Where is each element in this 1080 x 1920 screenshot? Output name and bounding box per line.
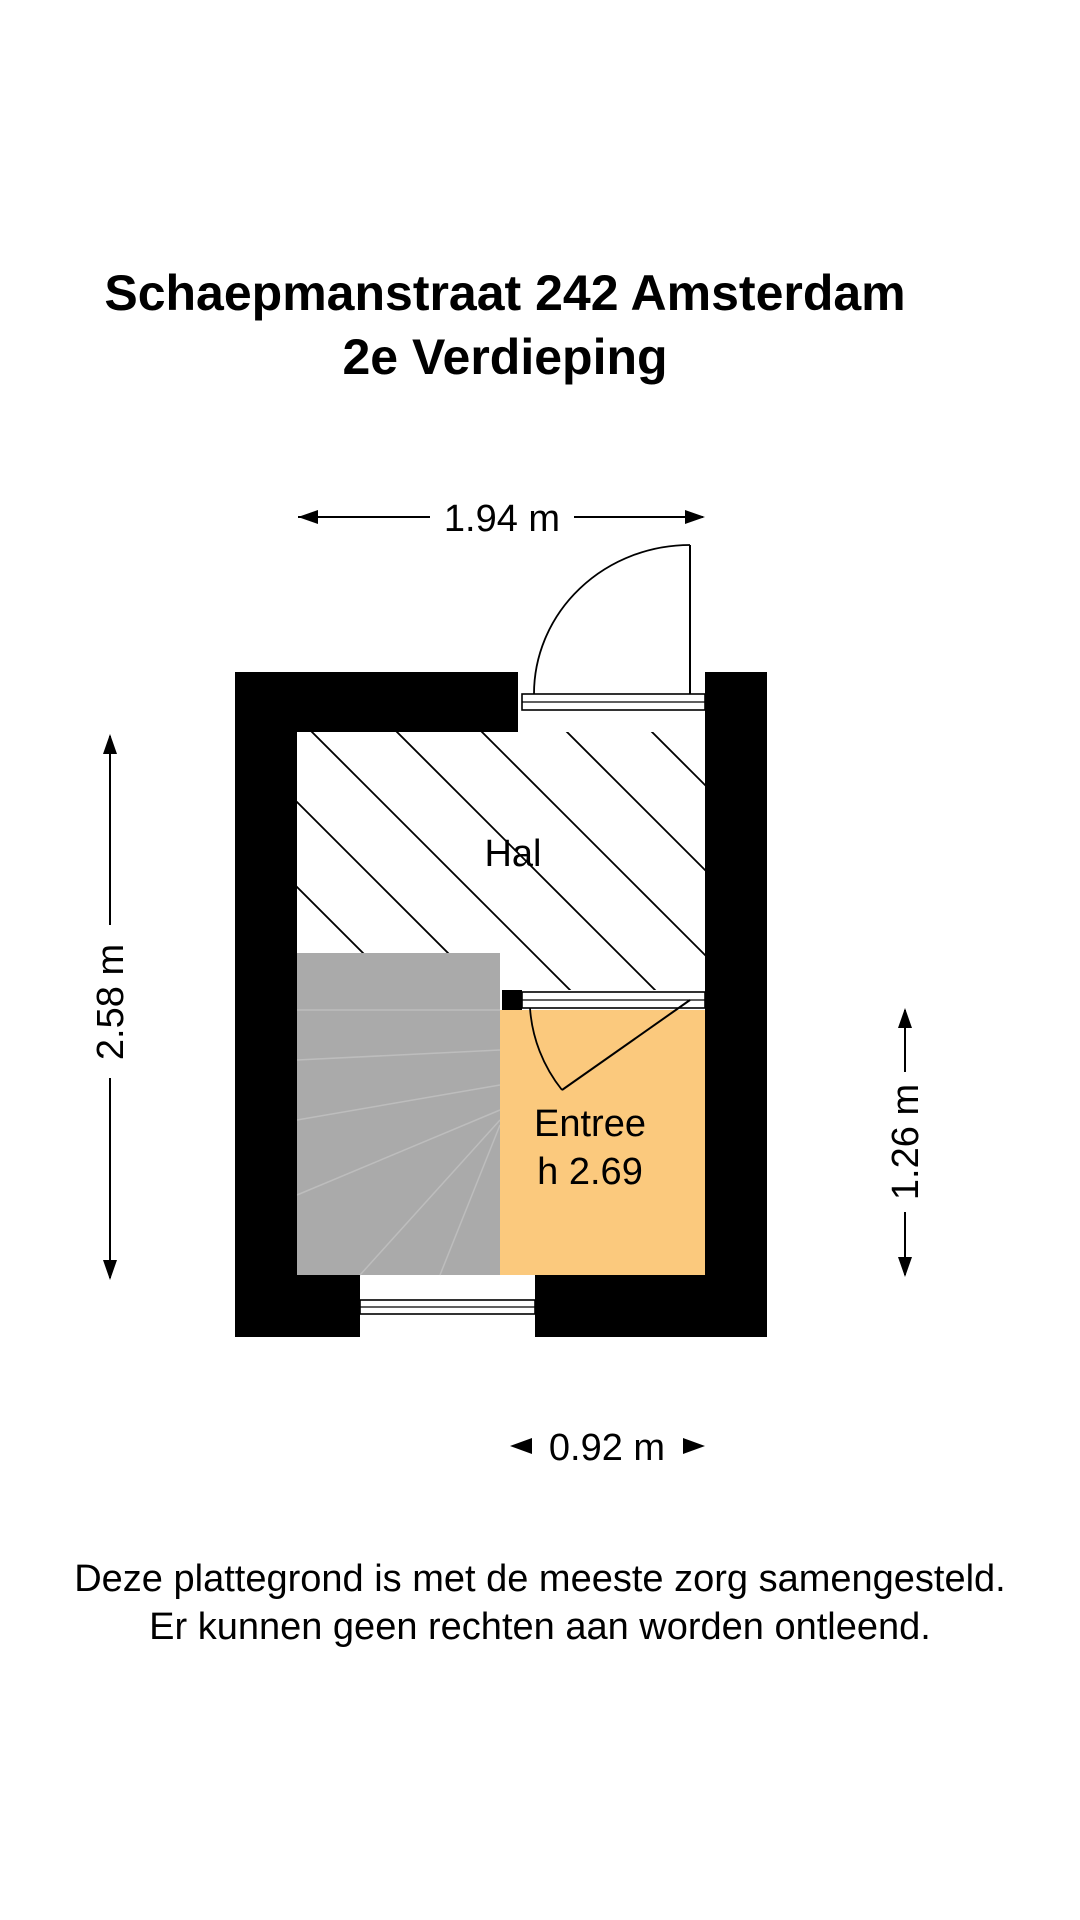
dimension-label-height-left: 2.58 m [90,944,132,1060]
window-bottom [359,1299,536,1315]
room-label-hal: Hal [484,833,541,875]
dimension-width-top: 1.94 m [298,498,705,540]
wall-left [235,672,297,1337]
title-floor: 2e Verdieping [342,329,668,385]
dimension-height-right: 1.26 m [885,1008,927,1277]
door-interior [521,991,706,1091]
dimension-height-left: 2.58 m [90,734,132,1280]
dimension-label-width-bottom: 0.92 m [549,1427,665,1469]
wall-post [502,990,522,1010]
room-label-entree-height: h 2.69 [537,1151,643,1193]
walls [235,672,767,1337]
title-address: Schaepmanstraat 242 Amsterdam [104,265,906,321]
wall-bottom-left [235,1275,360,1337]
entree-room [500,1010,705,1275]
wall-bottom-right [535,1275,767,1337]
wall-top-left [235,672,518,732]
disclaimer-line-1: Deze plattegrond is met de meeste zorg s… [74,1558,1006,1600]
dimension-width-bottom: 0.92 m [510,1427,705,1469]
disclaimer-line-2: Er kunnen geen rechten aan worden ontlee… [149,1606,931,1648]
hal-room [297,732,705,990]
wall-right [705,672,767,1337]
door-top [521,544,706,711]
room-label-entree: Entree [534,1103,646,1145]
dimension-label-height-right: 1.26 m [885,1084,927,1200]
dimension-label-width-top: 1.94 m [444,498,560,540]
stairs [296,953,501,1276]
